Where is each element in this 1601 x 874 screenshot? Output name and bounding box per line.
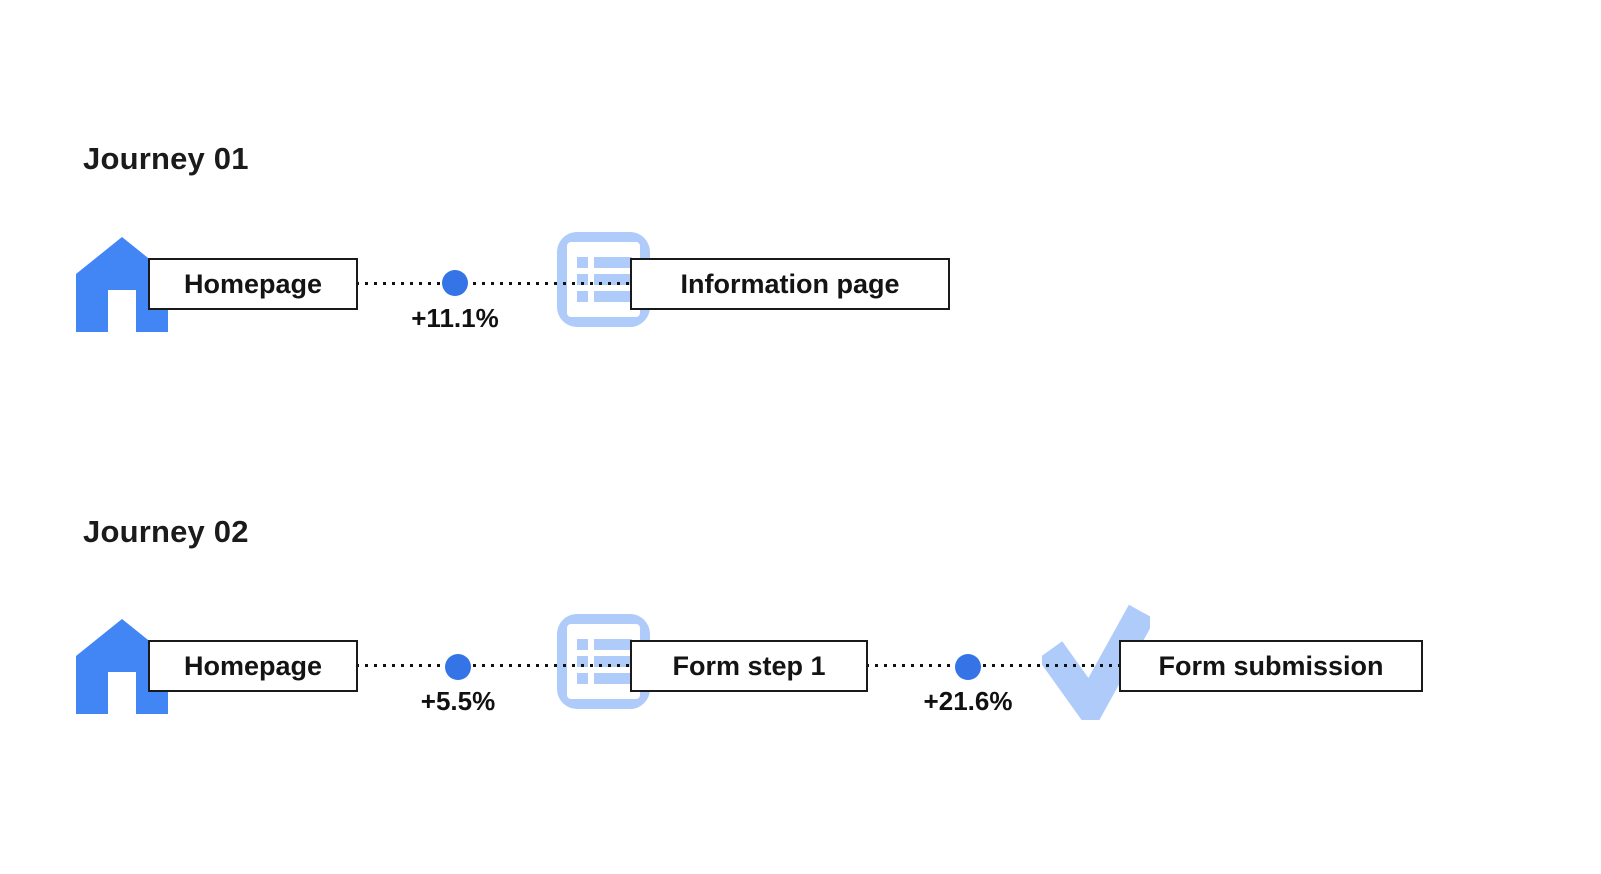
- node-box-form-step-1: Form step 1: [630, 640, 868, 692]
- journey-2-transition-delta-2: +21.6%: [923, 686, 1013, 716]
- node-label: Information page: [680, 268, 900, 299]
- home-icon: [76, 237, 168, 332]
- journey-1-connector-line: [356, 282, 640, 285]
- node-label: Homepage: [183, 268, 323, 299]
- node-box-information-page: Information page: [630, 258, 950, 310]
- journey-2-transition-delta-1: +5.5%: [420, 686, 496, 716]
- journey-2-connector-line-1: [356, 664, 640, 667]
- journey-1-transition-delta: +11.1%: [411, 303, 499, 333]
- form-step-icon: [557, 614, 650, 709]
- node-box-homepage-j2: Homepage: [148, 640, 358, 692]
- journey-1-title: Journey 01: [83, 141, 249, 176]
- journey-1-transition-dot: [442, 270, 468, 296]
- journey-2-title: Journey 02: [83, 514, 249, 549]
- node-label: Form step 1: [672, 650, 826, 681]
- journey-2-transition-dot-1: [445, 654, 471, 680]
- journey-2-connector-line-2: [866, 664, 1126, 667]
- journey-2-transition-dot-2: [955, 654, 981, 680]
- home-icon: [76, 619, 168, 714]
- information-page-icon: [557, 232, 650, 327]
- node-box-form-submission: Form submission: [1119, 640, 1423, 692]
- node-label: Form submission: [1158, 650, 1384, 681]
- node-label: Homepage: [183, 650, 323, 681]
- node-box-homepage-j1: Homepage: [148, 258, 358, 310]
